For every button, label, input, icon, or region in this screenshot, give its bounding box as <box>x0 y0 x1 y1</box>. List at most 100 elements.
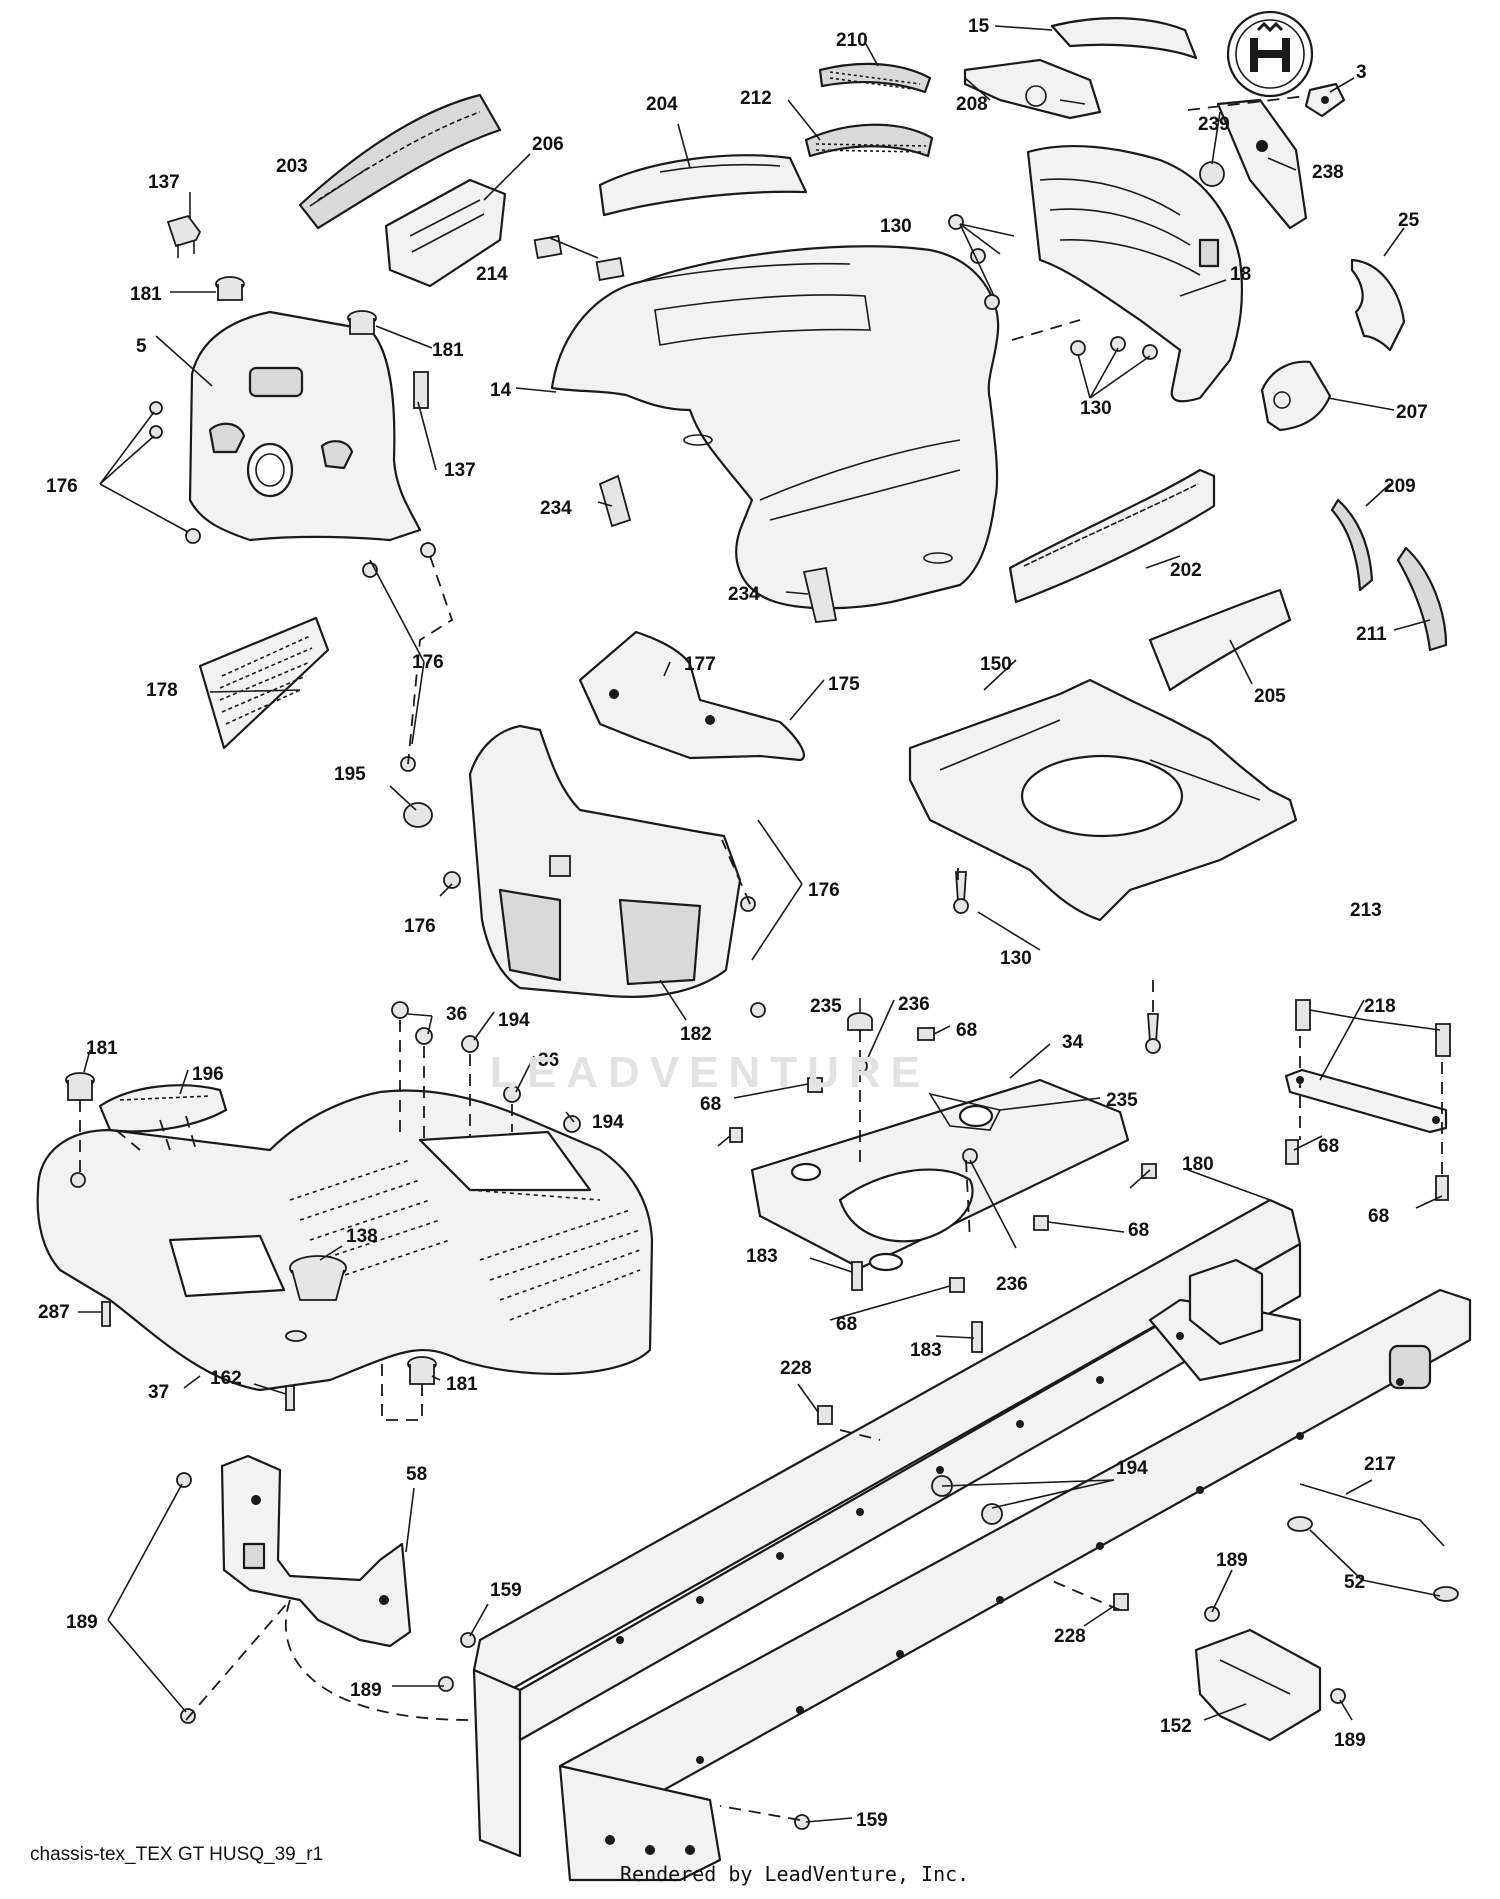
part-68-bolts-brace <box>1285 1139 1449 1201</box>
label-68e: 68 <box>1368 1206 1389 1227</box>
label-235b: 235 <box>1106 1090 1138 1111</box>
label-181a: 181 <box>130 284 162 305</box>
label-189c: 189 <box>350 1680 382 1701</box>
label-183a: 183 <box>746 1246 778 1267</box>
part-189-screws-right <box>1204 1606 1346 1704</box>
diagram-filename: chassis-tex_TEX GT HUSQ_39_r1 <box>30 1844 324 1865</box>
part-150-pan <box>908 678 1298 922</box>
label-202: 202 <box>1170 560 1202 581</box>
part-213-bolts <box>1295 999 1451 1057</box>
label-68a: 68 <box>956 1020 977 1041</box>
label-234b: 234 <box>728 584 760 605</box>
label-217: 217 <box>1364 1454 1396 1475</box>
part-207-bezel <box>1260 360 1332 432</box>
part-181-grommet-c <box>65 1072 95 1101</box>
part-25-trim <box>1350 258 1406 352</box>
part-209-strip <box>1330 498 1374 592</box>
part-205-lens <box>1148 588 1292 692</box>
label-203: 203 <box>276 156 308 177</box>
label-175: 175 <box>828 674 860 695</box>
part-208-housing <box>963 58 1102 120</box>
label-176c: 176 <box>808 880 840 901</box>
part-202-lightbar <box>1008 468 1216 604</box>
label-180: 180 <box>1182 1154 1214 1175</box>
label-189a: 189 <box>1216 1550 1248 1571</box>
label-208: 208 <box>956 94 988 115</box>
label-152: 152 <box>1160 1716 1192 1737</box>
label-287: 287 <box>38 1302 70 1323</box>
part-204-vent <box>598 154 808 217</box>
label-228a: 228 <box>780 1358 812 1379</box>
label-58: 58 <box>406 1464 427 1485</box>
watermark-text: LEADVENTURE <box>490 1048 931 1097</box>
label-182: 182 <box>680 1024 712 1045</box>
part-234-pad-b <box>802 566 838 623</box>
label-189b: 189 <box>66 1612 98 1633</box>
label-159a: 159 <box>490 1580 522 1601</box>
part-287-screw <box>101 1301 111 1327</box>
part-236-washer-b <box>962 1148 978 1164</box>
label-130c: 130 <box>1000 948 1032 969</box>
label-211: 211 <box>1356 624 1387 645</box>
part-196-cover <box>98 1084 228 1133</box>
part-15-trim <box>1050 17 1198 60</box>
label-176d: 176 <box>404 916 436 937</box>
label-36b: 36 <box>538 1050 559 1071</box>
label-207: 207 <box>1396 402 1428 423</box>
assembly-lines <box>79 95 1443 1821</box>
label-239: 239 <box>1198 114 1230 135</box>
label-196: 196 <box>192 1064 224 1085</box>
part-130-screws-pan <box>953 871 1161 1054</box>
part-68-bolts-plate <box>729 1027 1157 1293</box>
label-194b: 194 <box>592 1112 624 1133</box>
label-177: 177 <box>684 654 716 675</box>
part-14-hood <box>550 245 1000 610</box>
label-181d: 181 <box>446 1374 478 1395</box>
part-181-grommet-a <box>215 276 245 301</box>
label-150: 150 <box>980 654 1012 675</box>
label-3: 3 <box>1356 62 1367 83</box>
label-204: 204 <box>646 94 678 115</box>
part-217-rod <box>1299 1483 1445 1547</box>
part-178-vent <box>198 616 330 750</box>
label-178: 178 <box>146 680 178 701</box>
label-68d: 68 <box>1128 1220 1149 1241</box>
label-228b: 228 <box>1054 1626 1086 1647</box>
label-212: 212 <box>740 88 772 109</box>
part-5-dash <box>188 310 422 542</box>
brand-badge-logo <box>1226 10 1314 98</box>
part-182-panel <box>468 724 742 998</box>
label-15: 15 <box>968 16 990 37</box>
part-37-footrest <box>36 1089 654 1392</box>
label-37: 37 <box>148 1382 169 1403</box>
label-176a: 176 <box>46 476 78 497</box>
label-25: 25 <box>1398 210 1420 231</box>
label-176b: 176 <box>412 652 444 673</box>
label-235a: 235 <box>810 996 842 1017</box>
part-52-bushings <box>1287 1516 1459 1602</box>
label-210: 210 <box>836 30 868 51</box>
label-234a: 234 <box>540 498 572 519</box>
part-58-bracket <box>220 1454 412 1648</box>
label-195: 195 <box>334 764 366 785</box>
label-68f: 68 <box>836 1314 857 1335</box>
label-209: 209 <box>1384 476 1416 497</box>
part-180-frame <box>472 1198 1472 1882</box>
label-194c: 194 <box>1116 1458 1148 1479</box>
label-213: 213 <box>1350 900 1382 921</box>
part-234-pad-a <box>598 474 632 528</box>
part-137-clip-a <box>166 214 202 258</box>
label-18: 18 <box>1230 264 1251 285</box>
label-236b: 236 <box>996 1274 1028 1295</box>
part-214-clips <box>533 235 625 281</box>
part-137-clip-b <box>413 371 429 409</box>
part-162-screw <box>285 1385 295 1411</box>
label-236a: 236 <box>898 994 930 1015</box>
part-239-lens <box>1199 161 1225 187</box>
label-159b: 159 <box>856 1810 888 1831</box>
part-235-spacer-a <box>847 1012 873 1031</box>
label-34: 34 <box>1062 1032 1084 1053</box>
label-138: 138 <box>346 1226 378 1247</box>
